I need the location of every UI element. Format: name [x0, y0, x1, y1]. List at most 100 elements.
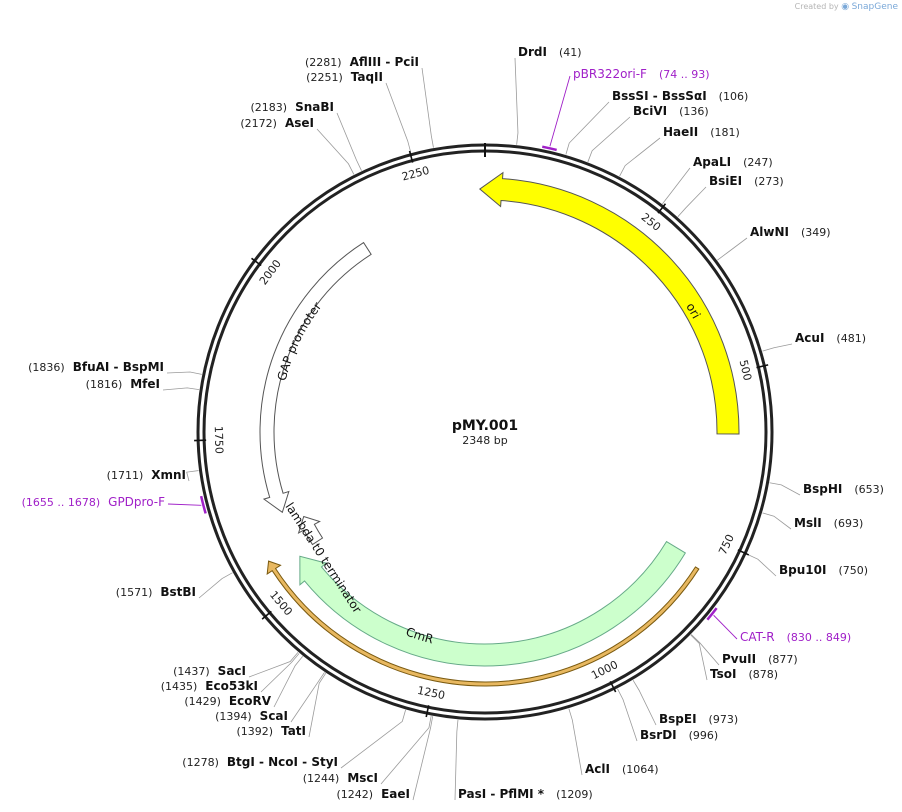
enzyme-site-eaei[interactable]: (1242)EaeI [337, 787, 410, 801]
enzyme-position: (1392) [236, 725, 273, 738]
enzyme-site-apali[interactable]: ApaLI (247) [693, 155, 773, 169]
enzyme-leader-line [677, 186, 707, 218]
ruler-tick-1250 [425, 705, 430, 718]
enzyme-site-eco53ki[interactable]: (1435)Eco53kI [161, 679, 258, 693]
enzyme-site-haeii[interactable]: HaeII(181) [663, 125, 740, 139]
enzyme-label: BsiEI(273) [709, 174, 784, 188]
ruler-tick-1000 [609, 680, 617, 693]
enzyme-site-bstbi[interactable]: (1571) BstBI [116, 585, 196, 599]
enzyme-label: (1836) BfuAI - BspMI [28, 360, 164, 374]
enzyme-site-bspei[interactable]: BspEI (973) [659, 712, 738, 726]
enzyme-position: (349) [801, 226, 831, 239]
enzyme-label: (1278)BtgI - NcoI - StyI [182, 755, 338, 769]
enzyme-label: (1394)ScaI [215, 709, 288, 723]
enzyme-position: (247) [743, 156, 773, 169]
enzyme-site-btgi-ncoi-styi[interactable]: (1278)BtgI - NcoI - StyI [182, 755, 338, 769]
enzyme-site-bsrdi[interactable]: BsrDI(996) [640, 728, 718, 742]
enzyme-label: AclI(1064) [585, 762, 659, 776]
enzyme-site-tati[interactable]: (1392)TatI [236, 724, 306, 738]
snapgene-app-name: SnapGene [851, 2, 898, 12]
enzyme-name: BspEI [659, 712, 697, 726]
enzyme-position: (750) [838, 564, 868, 577]
enzyme-site-acui[interactable]: AcuI(481) [795, 331, 866, 345]
enzyme-name: BstBI [160, 585, 196, 599]
primer-gpdpro-f[interactable]: (1655 .. 1678)GPDpro-F [22, 495, 207, 514]
enzyme-position: (1816) [86, 378, 123, 391]
snapgene-logo-icon: ◉ [841, 2, 850, 12]
enzyme-site-bfuai-bspmi[interactable]: (1836) BfuAI - BspMI [28, 360, 164, 374]
enzyme-leader-line [619, 137, 661, 177]
enzyme-site-afliii-pcii[interactable]: (2281)AflIII - PciI [305, 55, 419, 69]
lambda-t0-terminator-arrow[interactable] [297, 515, 324, 546]
enzyme-leader-line [769, 482, 801, 496]
ori-arrow[interactable] [478, 171, 740, 435]
enzyme-leader-line [385, 82, 412, 153]
enzyme-site-drdi[interactable]: DrdI(41) [518, 45, 582, 59]
cmr-arrow[interactable] [299, 540, 687, 667]
enzyme-site-msli[interactable]: MslI(693) [794, 516, 863, 530]
enzyme-position: (2251) [306, 71, 343, 84]
enzyme-name: ApaLI [693, 155, 731, 169]
enzyme-position: (181) [710, 126, 740, 139]
enzyme-site-alwni[interactable]: AlwNI(349) [750, 225, 831, 239]
enzyme-name: DrdI [518, 45, 547, 59]
enzyme-name: MfeI [130, 377, 160, 391]
enzyme-position: (1711) [107, 469, 144, 482]
enzyme-position: (973) [709, 713, 739, 726]
enzyme-site-ecorv[interactable]: (1429)EcoRV [184, 694, 271, 708]
primer-cat-r[interactable]: CAT-R(830 .. 849) [706, 607, 851, 644]
enzyme-label: AcuI(481) [795, 331, 866, 345]
enzyme-site-mfei[interactable]: (1816) MfeI [86, 377, 160, 391]
enzyme-label: (1244)MscI [303, 771, 378, 785]
enzyme-site-tsoi[interactable]: TsoI(878) [710, 667, 778, 681]
enzyme-name: SnaBI [295, 100, 334, 114]
enzyme-position: (1394) [215, 710, 252, 723]
enzyme-site-bcivi[interactable]: BciVI(136) [633, 104, 709, 118]
enzyme-leader-line [762, 512, 792, 530]
enzyme-position: (1836) [28, 361, 65, 374]
enzyme-site-taqii[interactable]: (2251) TaqII [306, 70, 383, 84]
enzyme-site-scai[interactable]: (1394)ScaI [215, 709, 288, 723]
enzyme-site-bsiei[interactable]: BsiEI(273) [709, 174, 784, 188]
enzyme-site-acli[interactable]: AclI(1064) [585, 762, 659, 776]
primer-pbr322ori-f[interactable]: pBR322ori-F(74 .. 93) [542, 67, 710, 152]
primer-name: GPDpro-F [108, 495, 165, 509]
enzyme-site-pvuii[interactable]: PvuII(877) [722, 652, 798, 666]
enzyme-site-bsssi-bsss-i[interactable]: BssSI - BssSαI(106) [612, 89, 748, 103]
enzyme-site-snabi[interactable]: (2183) SnaBI [251, 100, 334, 114]
enzyme-leader-line [336, 112, 362, 171]
primer-binding-mark [706, 607, 718, 621]
enzyme-label: BssSI - BssSαI(106) [612, 89, 748, 103]
enzyme-label: (2172)AseI [240, 116, 314, 130]
enzyme-name: TaqII [351, 70, 383, 84]
enzyme-name: BfuAI - BspMI [73, 360, 164, 374]
enzyme-position: (2172) [240, 117, 277, 130]
enzyme-site-xmni[interactable]: (1711)XmnI [107, 468, 186, 482]
enzyme-site-asei[interactable]: (2172)AseI [240, 116, 314, 130]
enzyme-site-pasi-pflmi[interactable]: PasI - PflMI *(1209) [458, 787, 593, 801]
enzyme-position: (1571) [116, 586, 153, 599]
ruler-label-250: 250 [639, 211, 664, 234]
leader-lines [162, 57, 801, 801]
enzyme-name: BsiEI [709, 174, 742, 188]
enzyme-site-saci[interactable]: (1437)SacI [173, 664, 246, 678]
enzyme-site-bsphi[interactable]: BspHI(653) [803, 482, 884, 496]
primer-binding-mark [542, 145, 557, 152]
enzyme-site-bpu10i[interactable]: Bpu10I(750) [779, 563, 868, 577]
enzyme-position: (481) [836, 332, 866, 345]
enzyme-leader-line [166, 371, 202, 375]
enzyme-leader-line [290, 672, 325, 723]
enzyme-name: TsoI [710, 667, 736, 681]
ruler-label-1750: 1750 [212, 426, 226, 454]
enzyme-site-msci[interactable]: (1244)MscI [303, 771, 378, 785]
enzyme-leader-line [273, 656, 304, 708]
enzyme-position: (693) [834, 517, 864, 530]
enzyme-position: (877) [768, 653, 798, 666]
cat-orf-arrow[interactable] [266, 560, 700, 687]
primer-label: pBR322ori-F(74 .. 93) [573, 67, 710, 81]
gap-promoter-arrow[interactable] [259, 241, 372, 514]
enzyme-position: (2183) [251, 101, 288, 114]
enzyme-label: HaeII(181) [663, 125, 740, 139]
enzyme-leader-line [568, 708, 583, 776]
